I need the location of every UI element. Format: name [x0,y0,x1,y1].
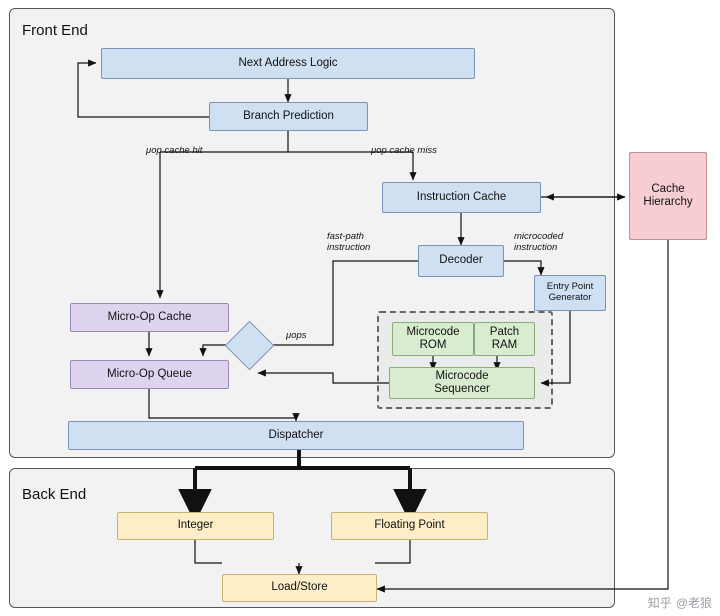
node-microcode-sequencer[interactable]: Microcode Sequencer [389,367,535,399]
node-dispatcher[interactable]: Dispatcher [68,421,524,450]
node-patch-ram[interactable]: Patch RAM [474,322,535,356]
node-instruction-cache[interactable]: Instruction Cache [382,182,541,213]
node-floating-point[interactable]: Floating Point [331,512,488,540]
node-integer[interactable]: Integer [117,512,274,540]
node-decoder[interactable]: Decoder [418,245,504,277]
edge-label-microcoded-instruction: microcoded instruction [514,231,564,253]
watermark-user: @老狼 [675,596,712,610]
edge-label-uop-cache-miss: μop cache miss [371,145,437,156]
zhihu-label: 知乎 [647,596,672,610]
edge-label-fast-path-instruction: fast-path instruction [327,231,371,253]
node-next-address-logic[interactable]: Next Address Logic [101,48,475,79]
node-load-store[interactable]: Load/Store [222,574,377,602]
node-branch-prediction[interactable]: Branch Prediction [209,102,368,131]
edge-label-uops: μops [286,330,307,341]
panel-back-end-title: Back End [22,486,87,503]
edge-label-uop-cache-hit: μop cache hit [146,145,203,156]
node-micro-op-queue[interactable]: Micro-Op Queue [70,360,229,389]
node-cache-hierarchy[interactable]: Cache Hierarchy [629,152,707,240]
node-micro-op-cache[interactable]: Micro-Op Cache [70,303,229,332]
node-entry-point-generator[interactable]: Entry Point Generator [534,275,606,311]
watermark: 知乎 @老狼 [648,594,712,611]
panel-front-end-title: Front End [22,22,88,39]
node-microcode-rom[interactable]: Microcode ROM [392,322,474,356]
